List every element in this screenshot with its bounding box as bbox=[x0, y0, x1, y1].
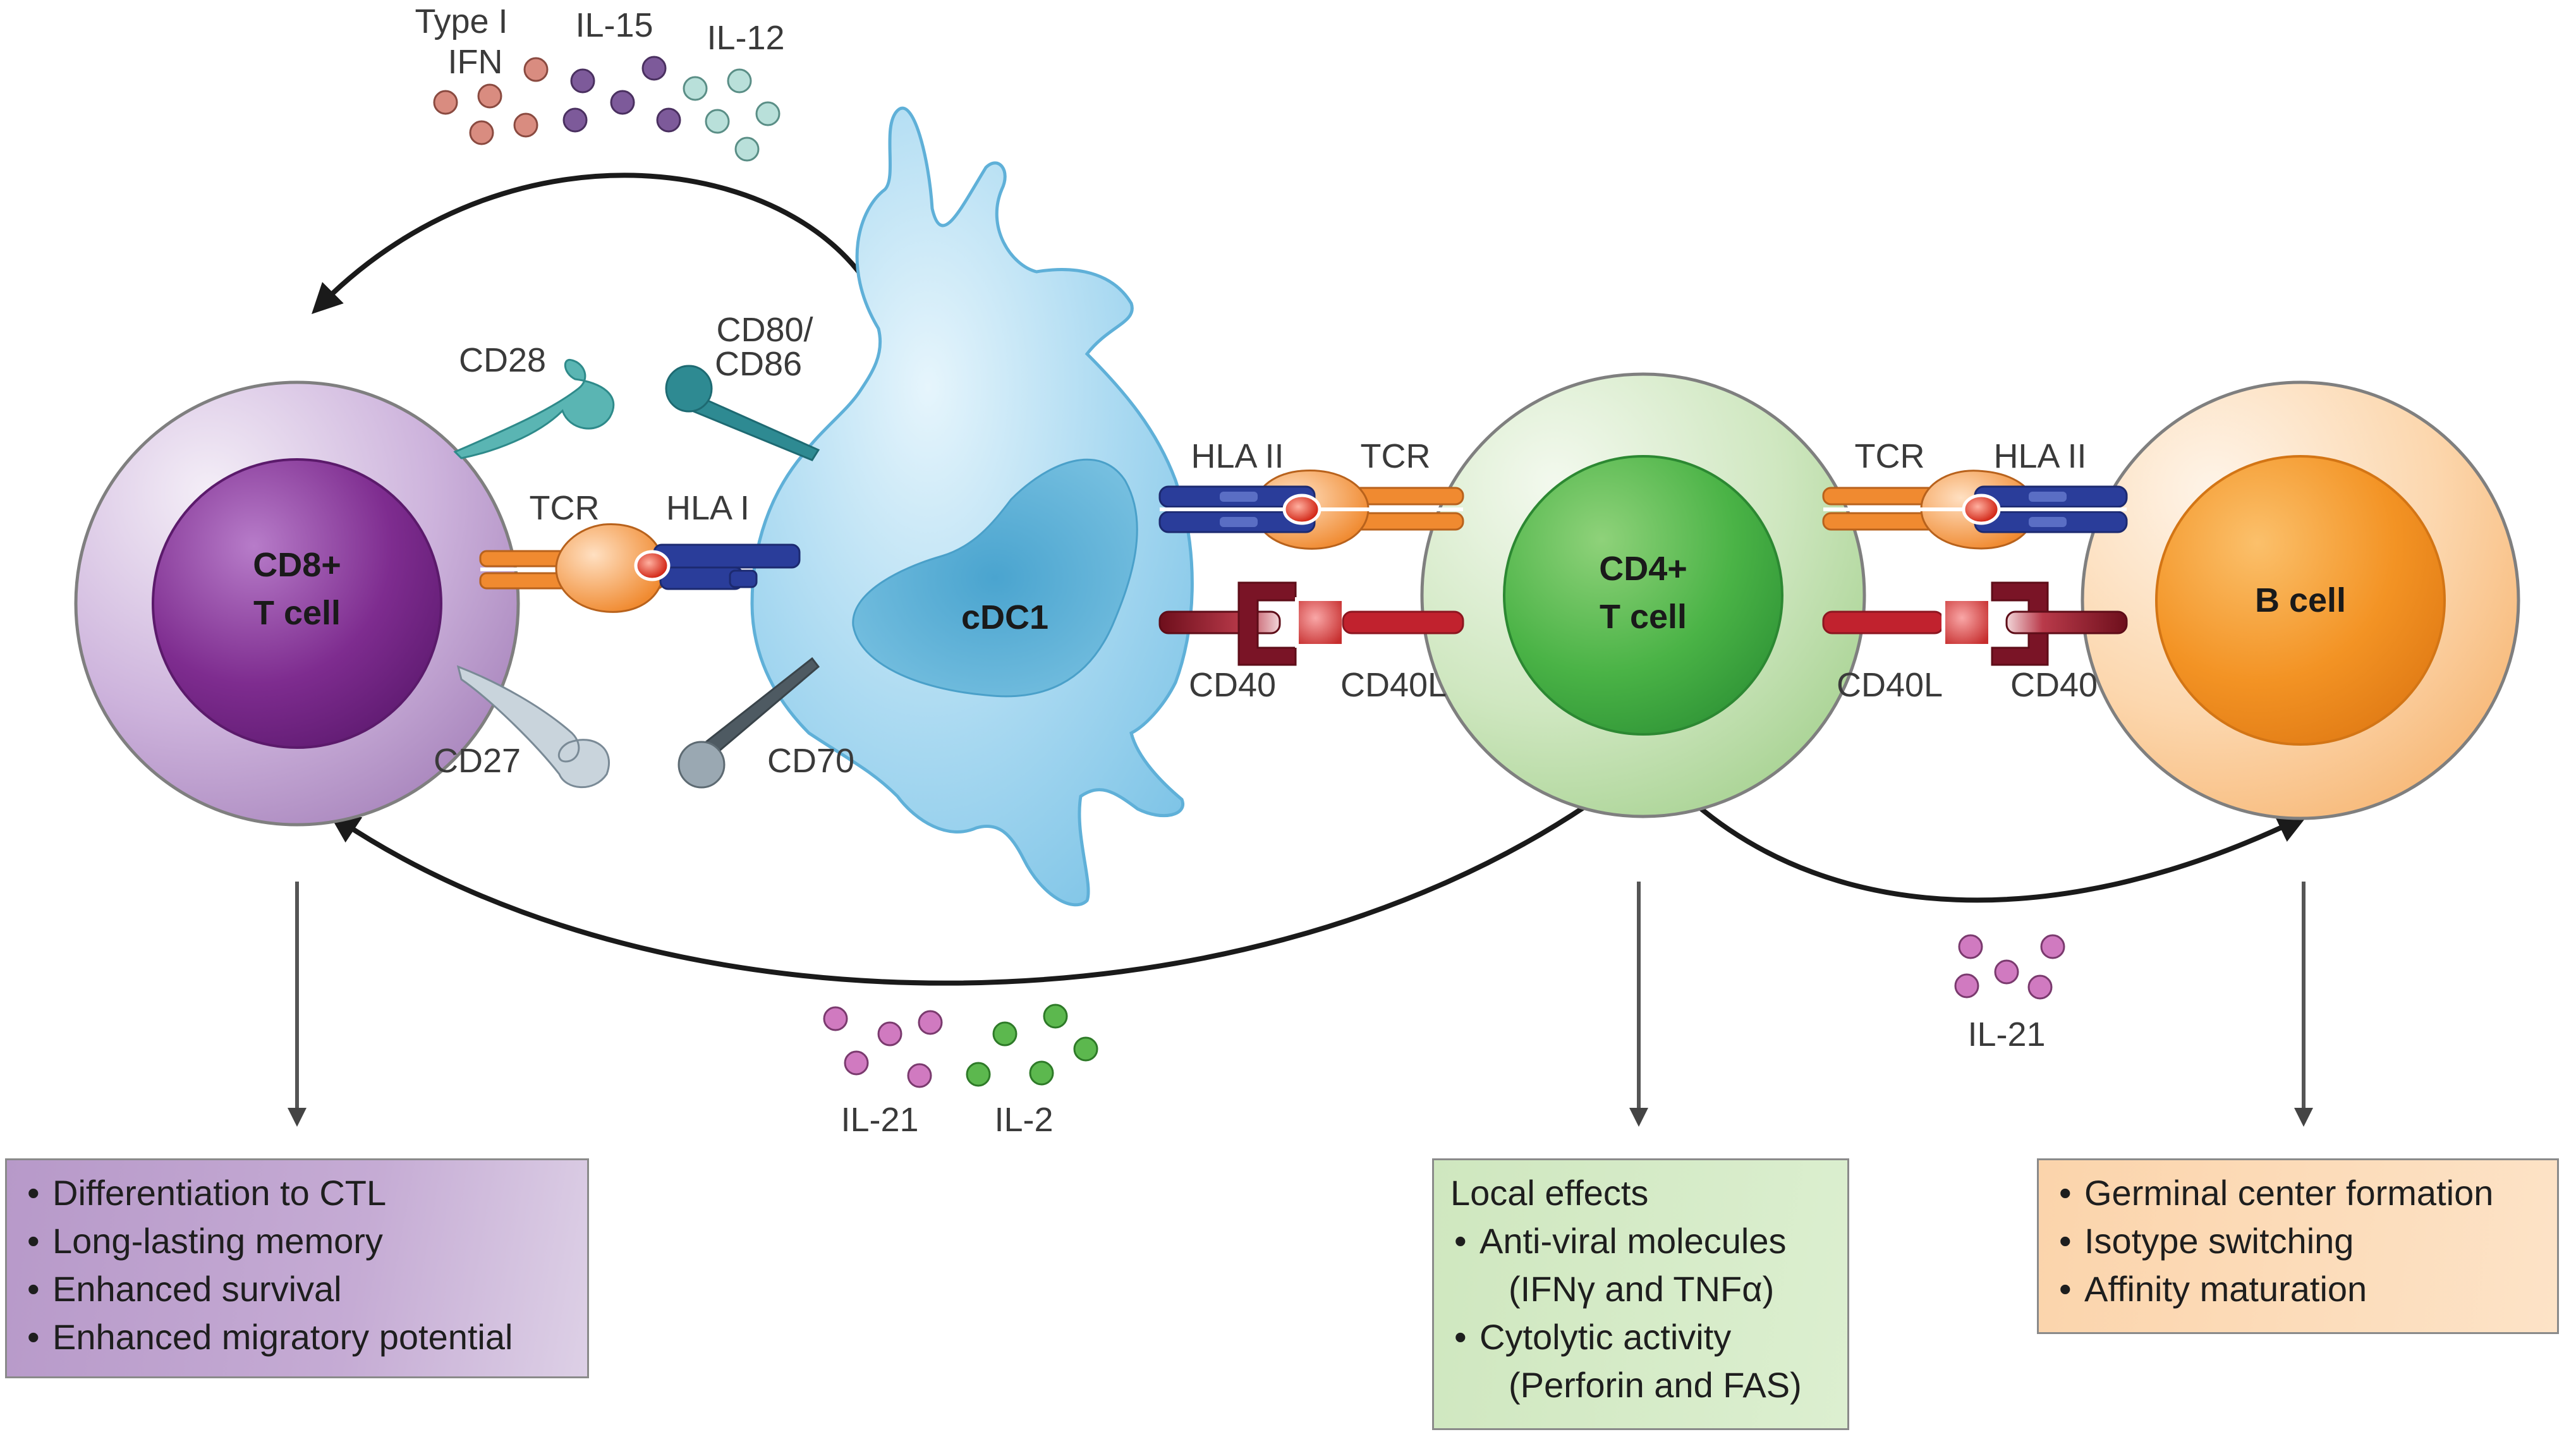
il15-label: IL-15 bbox=[575, 6, 653, 44]
arrow-dc-to-cd8 bbox=[312, 173, 884, 314]
cd8-label-line2: T cell bbox=[253, 594, 341, 632]
cd40l-right-label: CD40L bbox=[1837, 666, 1943, 704]
list-item: Germinal center formation bbox=[2055, 1169, 2541, 1217]
list-item: (Perforin and FAS) bbox=[1509, 1365, 1802, 1405]
cdc1-dendritic-cell: cDC1 bbox=[750, 106, 1194, 907]
cd80-86-ligand bbox=[665, 365, 820, 461]
box-heading: Local effects bbox=[1450, 1173, 1649, 1213]
cd8-t-cell: CD8+ T cell bbox=[74, 380, 520, 827]
list-item: Anti-viral molecules bbox=[1450, 1217, 1831, 1265]
il12-dots bbox=[683, 68, 781, 162]
cd28-label: CD28 bbox=[459, 341, 546, 379]
tcr-hla1-complex bbox=[479, 523, 801, 613]
cd4-outcome-box: Local effects Anti-viral molecules (IFNγ… bbox=[1432, 1158, 1849, 1430]
hla2-left-label: HLA II bbox=[1191, 437, 1284, 475]
il12-label: IL-12 bbox=[707, 19, 784, 57]
il21-left-dots bbox=[823, 1006, 943, 1088]
list-item: Enhanced migratory potential bbox=[23, 1313, 571, 1361]
hla2-tcr-complex-left bbox=[1158, 469, 1464, 550]
tcr-cd8-label: TCR bbox=[530, 489, 600, 527]
hla1-label: HLA I bbox=[666, 489, 750, 527]
list-item: Affinity maturation bbox=[2055, 1265, 2541, 1313]
cd27-label: CD27 bbox=[434, 742, 521, 780]
tcr-cd4-right-label: TCR bbox=[1855, 437, 1925, 475]
tcr-cd4-left-label: TCR bbox=[1361, 437, 1431, 475]
list-item: Differentiation to CTL bbox=[23, 1169, 571, 1217]
cdc1-label: cDC1 bbox=[961, 598, 1048, 636]
list-item: Long-lasting memory bbox=[23, 1217, 571, 1265]
cd8-label-line1: CD8+ bbox=[253, 546, 341, 584]
type1-ifn-label-line2: IFN bbox=[448, 43, 503, 81]
list-item: Isotype switching bbox=[2055, 1217, 2541, 1265]
il21-left-label: IL-21 bbox=[841, 1101, 918, 1139]
tcr-hla2-complex-right bbox=[1822, 470, 2128, 550]
il15-dots bbox=[562, 56, 681, 133]
cd40-right-label: CD40 bbox=[2010, 666, 2098, 704]
bcell-outcome-box: Germinal center formation Isotype switch… bbox=[2037, 1158, 2559, 1334]
cd4-label-line1: CD4+ bbox=[1599, 550, 1687, 588]
cd70-ligand bbox=[677, 657, 820, 789]
type1-ifn-dots bbox=[433, 57, 549, 145]
cd27-receptor bbox=[456, 665, 611, 789]
arrow-cd4-to-cd8 bbox=[329, 803, 1588, 986]
b-cell: B cell bbox=[2081, 380, 2520, 820]
cd28-receptor bbox=[453, 358, 615, 459]
type1-ifn-label-line1: Type I bbox=[415, 3, 507, 40]
cd4-label-line2: T cell bbox=[1600, 598, 1687, 636]
cd40-cd40l-complex-left bbox=[1158, 581, 1464, 666]
list-item: (IFNγ and TNFα) bbox=[1509, 1269, 1775, 1309]
bcell-label: B cell bbox=[2255, 581, 2346, 619]
il21-right-label: IL-21 bbox=[1967, 1016, 2045, 1053]
il2-dots bbox=[966, 1004, 1098, 1087]
list-item: Enhanced survival bbox=[23, 1265, 571, 1313]
cd80-86-label-line2: CD86 bbox=[715, 345, 802, 383]
cd4-t-cell: CD4+ T cell bbox=[1420, 372, 1866, 818]
cd40l-cd40-complex-right bbox=[1822, 581, 2128, 666]
list-item: Cytolytic activity bbox=[1450, 1313, 1831, 1361]
arrow-cd4-to-bcell bbox=[1692, 800, 2308, 903]
cd8-outcome-box: Differentiation to CTL Long-lasting memo… bbox=[5, 1158, 589, 1378]
cd40-left-label: CD40 bbox=[1189, 666, 1276, 704]
il2-label: IL-2 bbox=[994, 1101, 1053, 1139]
cd80-86-label-line1: CD80/ bbox=[716, 311, 813, 349]
hla2-right-label: HLA II bbox=[1993, 437, 2086, 475]
cd70-label: CD70 bbox=[767, 742, 854, 780]
il21-right-dots bbox=[1954, 934, 2065, 1000]
cd40l-left-label: CD40L bbox=[1340, 666, 1447, 704]
